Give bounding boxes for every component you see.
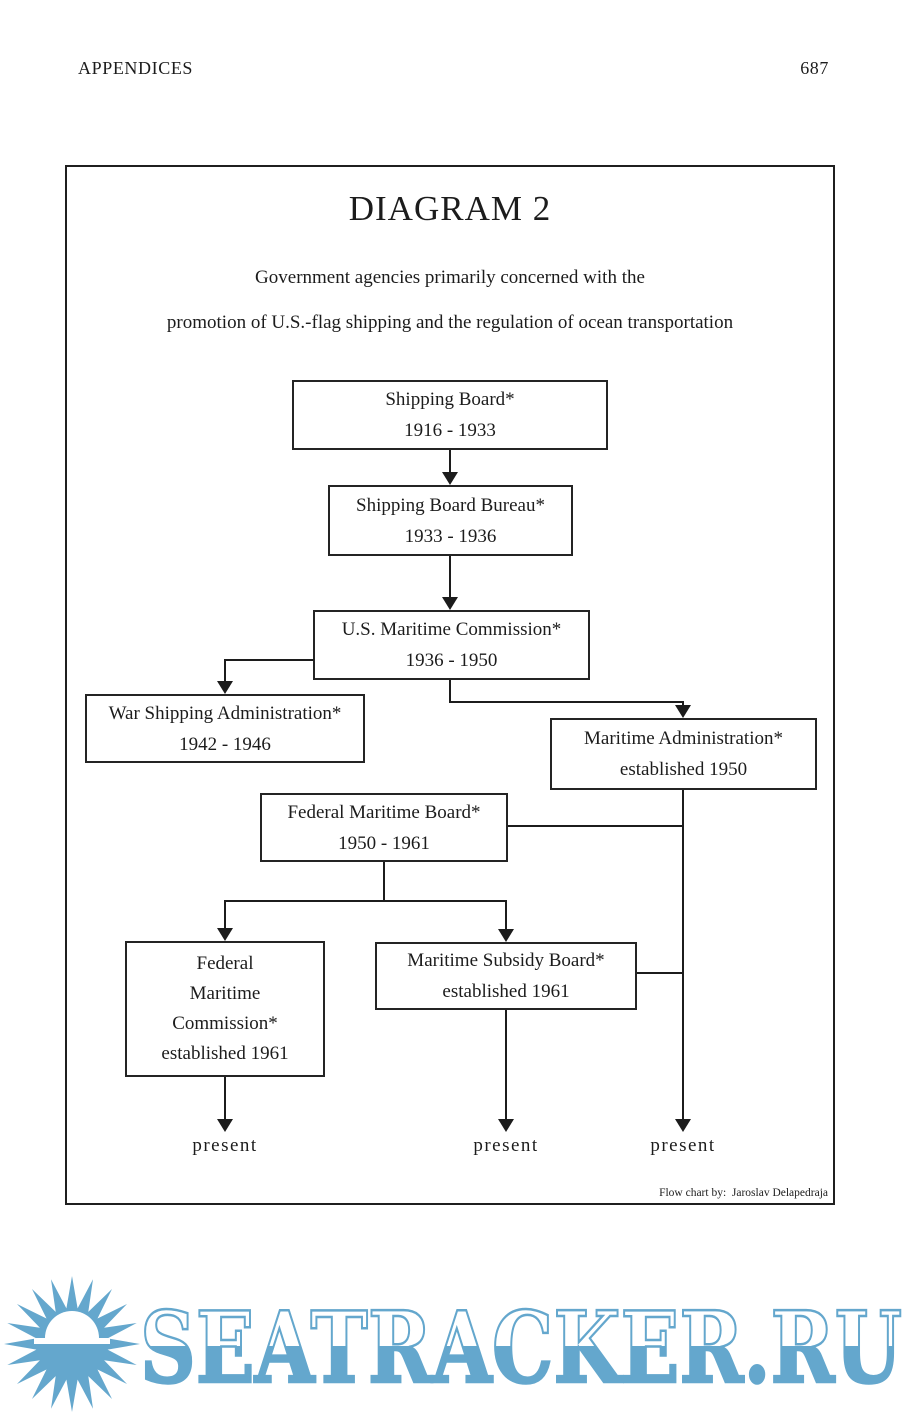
box-label: Commission* <box>172 1013 278 1034</box>
flow-box-federal-maritime-commission: Federal Maritime Commission* established… <box>125 941 325 1077</box>
box-label: Federal <box>196 953 254 974</box>
arrowhead-icon <box>442 597 458 610</box>
watermark-text: SEATRACKER.RU <box>140 1291 902 1400</box>
arrowhead-icon <box>217 681 233 694</box>
flow-box-maritime-administration: Maritime Administration* established 195… <box>550 718 817 790</box>
connector-fmc-to-present <box>224 1077 226 1121</box>
box-label: 1916 - 1933 <box>404 420 496 441</box>
box-label: established 1950 <box>619 759 748 780</box>
sun-dome <box>45 1311 99 1338</box>
box-label: Maritime Subsidy Board* <box>407 950 605 971</box>
connector-fmb-to-fmc <box>224 900 226 930</box>
watermark-wordmark: SEATRACKER.RU <box>139 1290 904 1400</box>
box-label: Federal Maritime Board* <box>287 801 481 823</box>
running-head: APPENDICES <box>78 58 194 78</box>
box-label: established 1961 <box>442 981 570 1002</box>
flow-box-maritime-subsidy-board: Maritime Subsidy Board* established 1961 <box>375 942 637 1010</box>
box-label: Shipping Board* <box>385 389 515 410</box>
box-label: 1933 - 1936 <box>404 525 497 547</box>
present-label: present <box>192 1135 258 1156</box>
connector-usmc-to-wsa <box>224 659 314 661</box>
present-label: present <box>473 1135 539 1156</box>
arrowhead-icon <box>498 1119 514 1132</box>
credit-line: Flow chart by: Jaroslav Delapedraja <box>659 1187 828 1199</box>
connector-fmb-to-msb <box>505 900 507 931</box>
arrowhead-icon <box>675 1119 691 1132</box>
present-label: present <box>650 1135 716 1156</box>
box-label: Shipping Board Bureau* <box>356 494 545 516</box>
connector-fmb-to-marad-line <box>508 825 684 827</box>
flow-box-shipping-board: Shipping Board* 1916 - 1933 <box>292 380 608 450</box>
connector-usmc-to-marad <box>449 680 451 703</box>
connector-marad-to-present <box>682 790 684 1121</box>
box-label: 1950 - 1961 <box>338 832 430 854</box>
connector-usmc-to-marad <box>449 701 684 703</box>
diagram-frame: DIAGRAM 2 Government agencies primarily … <box>65 165 835 1205</box>
connector-sbb-to-usmc <box>449 556 451 599</box>
page-number: 687 <box>800 58 829 78</box>
flow-box-federal-maritime-board: Federal Maritime Board* 1950 - 1961 <box>260 793 508 862</box>
connector-fmb-branch <box>224 900 507 902</box>
box-label: 1942 - 1946 <box>179 733 271 755</box>
arrowhead-icon <box>675 705 691 718</box>
sea-horizon-gap <box>34 1338 110 1344</box>
box-label: established 1961 <box>161 1043 289 1064</box>
flow-box-war-shipping-administration: War Shipping Administration* 1942 - 1946 <box>85 694 365 763</box>
flow-box-us-maritime-commission: U.S. Maritime Commission* 1936 - 1950 <box>313 610 590 680</box>
box-label: War Shipping Administration* <box>108 702 342 724</box>
arrowhead-icon <box>217 1119 233 1132</box>
connector-fmb-branch <box>383 862 385 902</box>
watermark: SEATRACKER.RU <box>0 1272 907 1414</box>
connector-msb-to-present <box>505 1010 507 1121</box>
sun-over-sea-icon <box>4 1276 140 1412</box>
box-label: 1936 - 1950 <box>405 650 498 671</box>
connector-usmc-to-wsa <box>224 659 226 683</box>
box-label: U.S. Maritime Commission* <box>341 619 562 640</box>
flow-box-shipping-board-bureau: Shipping Board Bureau* 1933 - 1936 <box>328 485 573 556</box>
arrowhead-icon <box>442 472 458 485</box>
arrowhead-icon <box>217 928 233 941</box>
arrowhead-icon <box>498 929 514 942</box>
diagram-subtitle-line2: promotion of U.S.-flag shipping and the … <box>166 312 734 333</box>
page-header: APPENDICES 687 <box>78 58 829 79</box>
box-label: Maritime Administration* <box>584 728 783 749</box>
connector-usmc-to-marad <box>682 701 684 707</box>
diagram-title: DIAGRAM 2 <box>348 189 552 228</box>
box-label: Maritime <box>189 983 261 1004</box>
diagram-subtitle-line1: Government agencies primarily concerned … <box>255 267 645 288</box>
connector-sb-to-sbb <box>449 450 451 476</box>
connector-msb-to-marad-line <box>637 972 684 974</box>
